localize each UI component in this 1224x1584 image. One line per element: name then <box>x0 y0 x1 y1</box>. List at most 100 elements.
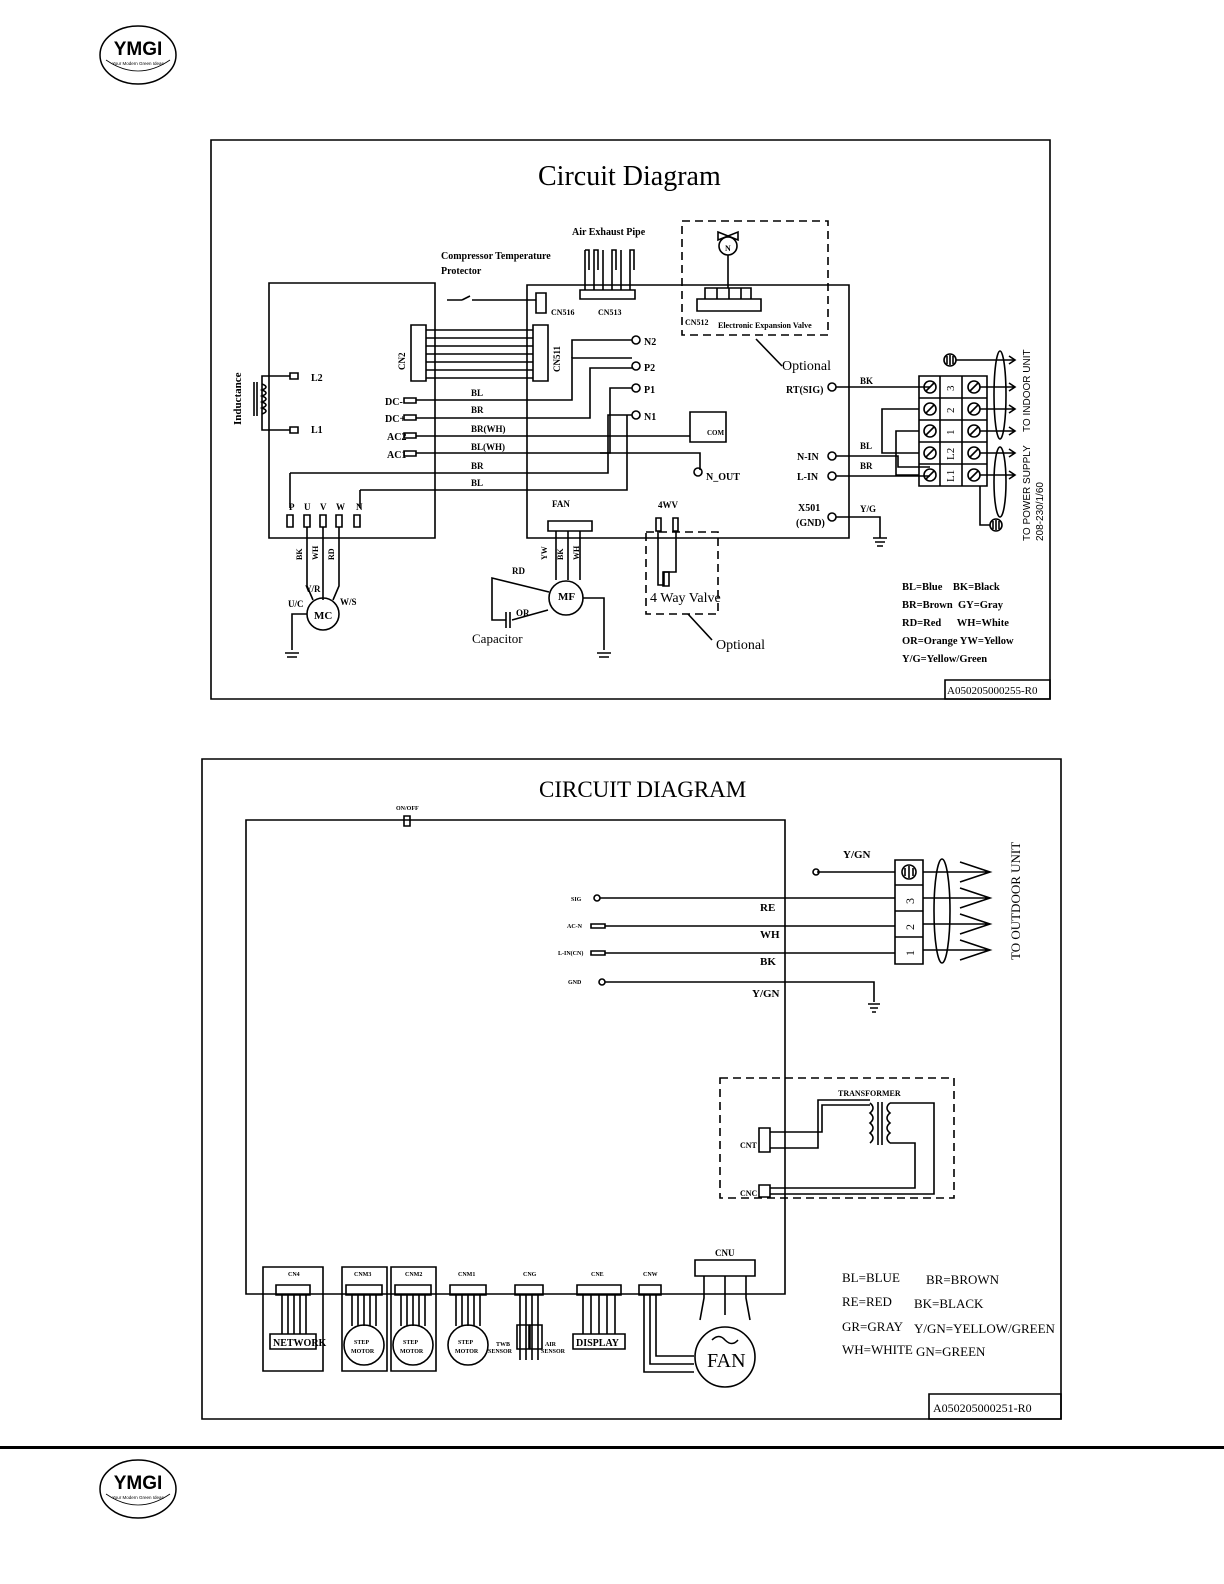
diagram-label: 1 <box>903 950 917 956</box>
diagram-label: TRANSFORMER <box>838 1089 901 1098</box>
diagram-label: L2 <box>945 448 957 460</box>
diagram-label: W/S <box>340 597 357 607</box>
diagram-label: FAN <box>552 499 570 509</box>
diagram-label: 3 <box>903 898 917 904</box>
diagram-label: U <box>304 502 311 512</box>
diagram-label: BL <box>471 388 483 398</box>
label-inductance: Inductance <box>232 372 244 425</box>
diagram-label: U/C <box>288 599 304 609</box>
diagram-label: STEP <box>403 1340 418 1346</box>
diagram-label: 1 <box>945 430 957 436</box>
ymgi-logo: YMGI Your Modern Green Ideas <box>98 24 178 86</box>
diagram-label: CNT <box>740 1141 758 1150</box>
footer-rule <box>0 1446 1224 1449</box>
diagram2-code-box <box>929 1394 1061 1419</box>
diagram-label: L-IN(CN) <box>558 950 583 957</box>
diagram-label: CN4 <box>288 1272 300 1278</box>
diagram-label: N <box>356 502 363 512</box>
diagram-label: GND <box>568 980 582 986</box>
diagram-label: BL <box>471 478 483 488</box>
diagram-label: 2 <box>903 924 917 930</box>
diagram-label: RE <box>760 902 775 914</box>
diagram-label: 4WV <box>658 500 679 510</box>
diagram-label: MOTOR <box>351 1349 375 1355</box>
diagram-label: (GND) <box>796 518 825 529</box>
ymgi-logo-footer: YMGI Your Modern Green Ideas <box>98 1458 178 1520</box>
diagram-label: V/R <box>305 584 321 594</box>
label-to-power: TO POWER SUPPLY <box>1022 445 1033 541</box>
diagram-label: 3 <box>945 385 957 391</box>
display-label: DISPLAY <box>576 1338 620 1349</box>
diagram-label: CNM1 <box>458 1272 475 1278</box>
diagram-label: BK <box>760 956 776 968</box>
diagram-label: CNM2 <box>405 1272 422 1278</box>
diagram-label: L1 <box>945 470 957 482</box>
diagram-label: CNW <box>643 1272 658 1278</box>
diagram-label: SENSOR <box>488 1349 513 1355</box>
diagram-label: CNE <box>591 1272 604 1278</box>
diagram-label: X501 <box>798 503 820 514</box>
diagram-label: OR <box>516 608 530 618</box>
label-cn512: CN512 <box>685 318 709 327</box>
diagram1-code-box <box>945 680 1050 699</box>
label-to-indoor: TO INDOOR UNIT <box>1022 349 1033 432</box>
diagram-label: MOTOR <box>400 1349 424 1355</box>
diagram-label: RT(SIG) <box>786 385 823 396</box>
diagram-label: AC1 <box>387 450 406 461</box>
diagram-label: L1 <box>311 425 323 436</box>
diagram-label: RD <box>327 548 336 560</box>
cn511-connector <box>533 325 548 381</box>
diagram-label: SIG <box>571 897 582 903</box>
fan-motor-label: FAN <box>707 1350 746 1372</box>
diagram-label: RE=RED <box>842 1294 892 1309</box>
diagram-label: W <box>336 502 345 512</box>
diagram2-title: CIRCUIT DIAGRAM <box>539 777 746 802</box>
network-label: NETWORK <box>273 1338 327 1349</box>
circuit-diagram-indoor: CIRCUIT DIAGRAM A050205000251-R0 ON/OFF … <box>0 740 1224 1430</box>
diagram-label: N <box>725 244 731 253</box>
diagram-label: BL=BLUE <box>842 1270 900 1285</box>
diagram-label: WH=WHITE <box>842 1342 913 1357</box>
label-compressor-protector: Compressor Temperature <box>441 251 551 262</box>
label-cn516: CN516 <box>551 308 575 317</box>
diagram-label: CNC <box>740 1189 758 1198</box>
logo-text: YMGI <box>114 39 163 60</box>
diagram-label: P2 <box>644 363 655 374</box>
diagram2-frame <box>202 759 1061 1419</box>
diagram-label: SENSOR <box>541 1349 566 1355</box>
diagram-label: N2 <box>644 337 656 348</box>
diagram-label: Y/GN <box>843 849 871 861</box>
diagram-label: AC-N <box>567 924 583 930</box>
diagram-label: AIR <box>545 1342 557 1348</box>
compressor-motor-label: MC <box>314 610 332 622</box>
diagram-label: GN=GREEN <box>916 1344 986 1359</box>
logo-tagline: Your Modern Green Ideas <box>112 1495 164 1500</box>
diagram-label: BL=Blue BK=Black <box>902 582 1000 593</box>
diagram-label: BR <box>471 405 484 415</box>
diagram-label: RD <box>512 566 525 576</box>
diagram-label: DC- <box>385 397 403 408</box>
diagram-label: L-IN <box>797 472 819 483</box>
diagram-label: CNG <box>523 1272 537 1278</box>
diagram-label: ON/OFF <box>396 806 419 812</box>
diagram-label: CN511 <box>552 345 562 372</box>
label-optional-bottom: Optional <box>716 638 765 653</box>
diagram-label: MOTOR <box>455 1349 479 1355</box>
diagram-label: BL(WH) <box>471 442 505 452</box>
diagram-label: STEP <box>354 1340 369 1346</box>
label-eev: Electronic Expansion Valve <box>718 321 812 330</box>
circuit-diagram-outdoor: Circuit Diagram A050205000255-R0 Compres… <box>0 0 1224 760</box>
logo-tagline: Your Modern Green Ideas <box>112 61 164 66</box>
cn2-connector <box>411 325 426 381</box>
logo-text: YMGI <box>114 1473 163 1494</box>
diagram-label: AC2 <box>387 432 406 443</box>
diagram-label: N-IN <box>797 452 819 463</box>
diagram-label: Y/G=Yellow/Green <box>902 654 987 665</box>
diagram-label: BL <box>860 441 872 451</box>
diagram-label: V <box>320 502 327 512</box>
drive-board <box>269 283 435 538</box>
diagram-label: TWB <box>496 1342 510 1348</box>
main-board <box>527 285 849 538</box>
diagram-label: BR <box>860 461 873 471</box>
diagram-label: RD=Red WH=White <box>902 618 1009 629</box>
